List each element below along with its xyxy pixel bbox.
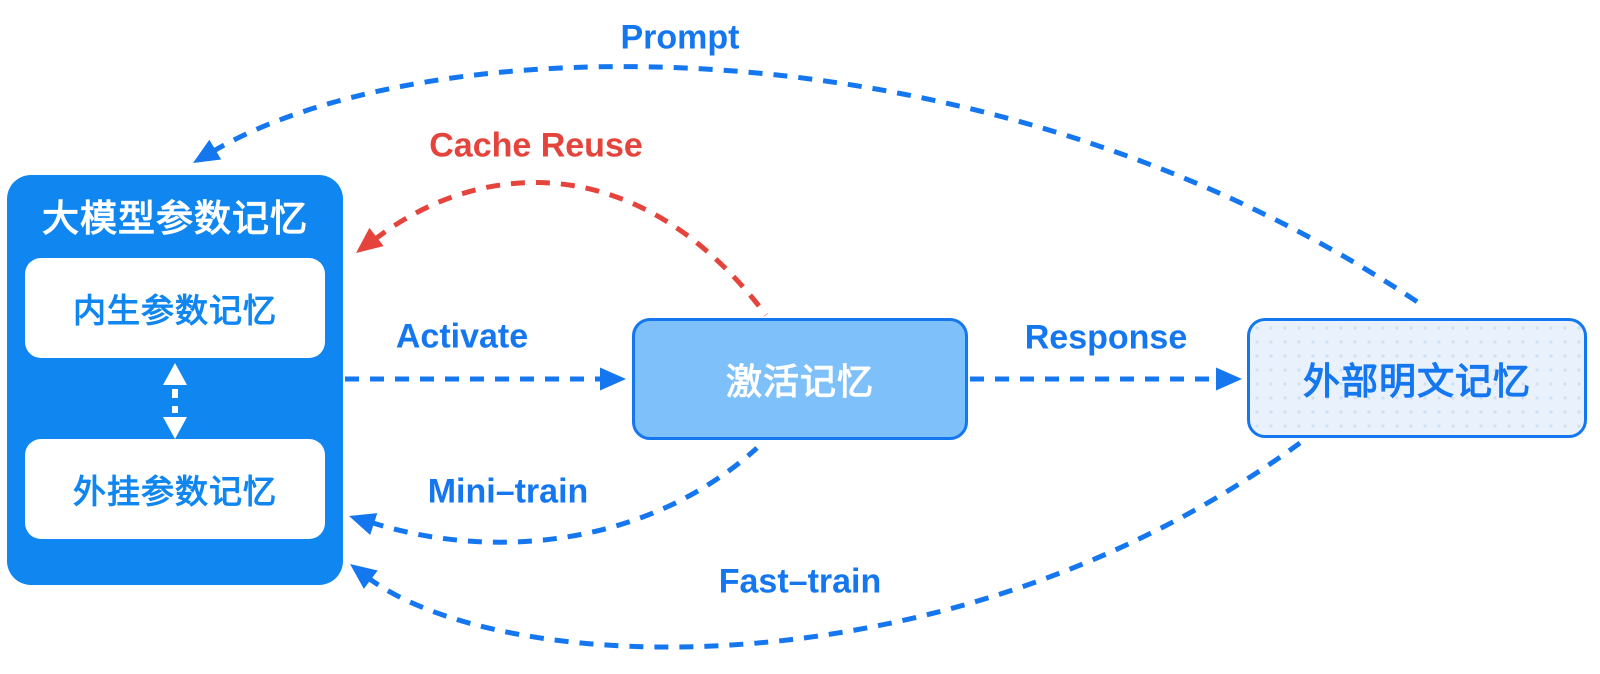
bidirectional-arrow-icon	[163, 363, 187, 439]
node-endogenous-memory-label: 内生参数记忆	[73, 292, 277, 329]
mini-train-arrowhead-icon	[349, 513, 378, 535]
node-model-memory-title: 大模型参数记忆	[42, 198, 308, 239]
node-plugin-memory: 外挂参数记忆	[25, 439, 325, 539]
node-model-memory: 大模型参数记忆 内生参数记忆 外挂参数记忆	[7, 175, 343, 585]
mini-train-edge-label: Mini–train	[427, 472, 589, 511]
activate-arrowhead-icon	[600, 367, 626, 391]
cache-reuse-arrowhead-icon	[356, 227, 384, 253]
mini-train-edge	[369, 446, 759, 545]
node-activated-memory: 激活记忆	[632, 318, 968, 440]
prompt-arrowhead-icon	[193, 139, 222, 163]
prompt-edge-label: Prompt	[620, 18, 740, 57]
node-external-memory-label: 外部明文记忆	[1303, 361, 1531, 402]
cache-reuse-edge	[372, 180, 768, 317]
node-endogenous-memory: 内生参数记忆	[25, 258, 325, 358]
response-arrowhead-icon	[1216, 367, 1242, 391]
node-activated-memory-label: 激活记忆	[725, 361, 874, 402]
fast-train-arrowhead-icon	[350, 564, 378, 589]
prompt-edge	[210, 64, 1424, 308]
node-plugin-memory-label: 外挂参数记忆	[73, 473, 277, 510]
fast-train-edge	[365, 440, 1302, 650]
activate-edge-label: Activate	[395, 317, 529, 356]
cache-reuse-edge-label: Cache Reuse	[429, 126, 643, 165]
response-edge-label: Response	[1024, 318, 1188, 357]
node-external-memory: 外部明文记忆	[1247, 318, 1587, 438]
fast-train-edge-label: Fast–train	[718, 562, 882, 601]
